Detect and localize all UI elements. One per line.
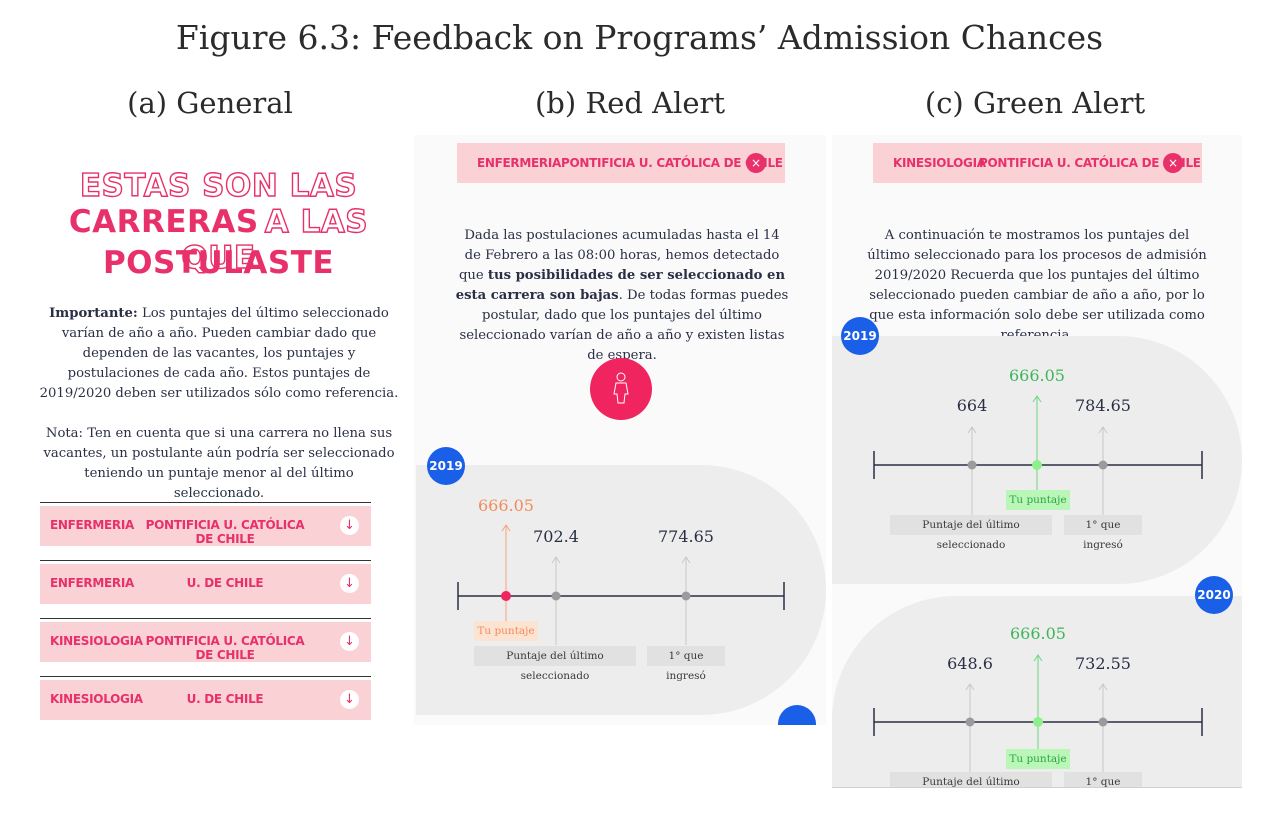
program-career: ENFERMERIA xyxy=(50,518,135,532)
headline-line-1: ESTAS SON LAS xyxy=(79,167,358,204)
alert-career: ENFERMERIA xyxy=(477,156,562,170)
last-selected-score-2019: 664 xyxy=(956,396,988,415)
program-university: U. DE CHILE xyxy=(186,692,264,706)
close-icon[interactable]: × xyxy=(1163,153,1183,173)
your-score-value: 666.05 xyxy=(478,496,534,515)
your-score-label: Tu puntaje xyxy=(474,621,538,641)
first-admitted-label-2019: 1° que ingresó xyxy=(1064,515,1142,551)
subcaption-a: (a) General xyxy=(127,86,293,120)
panel-general: ESTAS SON LAS CARRERAS A LAS QUE POSTULA… xyxy=(30,142,407,727)
first-admitted-score-2019: 784.65 xyxy=(1075,396,1131,415)
important-label: Importante: xyxy=(49,306,138,321)
subcaption-b: (b) Red Alert xyxy=(534,86,726,120)
program-career: KINESIOLOGIA xyxy=(50,692,143,706)
program-row[interactable]: ENFERMERIA U. DE CHILE ↓ xyxy=(40,564,371,604)
program-row[interactable]: ENFERMERIA PONTIFICIA U. CATÓLICA DE CHI… xyxy=(40,506,371,546)
next-year-badge-partial xyxy=(778,705,816,725)
year-badge: 2019 xyxy=(427,447,465,485)
alert-header-red: ENFERMERIA PONTIFICIA U. CATÓLICA DE CHI… xyxy=(457,143,785,183)
score-chart-bg xyxy=(416,465,826,715)
red-message-bold: tus posibilidades de ser seleccionado en… xyxy=(455,268,786,303)
first-admitted-label: 1° que ingresó xyxy=(647,646,725,682)
last-selected-label: Puntaje del último seleccionado xyxy=(474,646,636,682)
program-university: PONTIFICIA U. CATÓLICA DE CHILE xyxy=(145,518,305,546)
last-selected-label-2019: Puntaje del último seleccionado xyxy=(890,515,1052,551)
alert-career: KINESIOLOGIA xyxy=(893,156,986,170)
expand-arrow-icon[interactable]: ↓ xyxy=(340,516,359,535)
subcaption-c: (c) Green Alert xyxy=(924,86,1146,120)
alert-header-green: KINESIOLOGIA PONTIFICIA U. CATÓLICA DE C… xyxy=(873,143,1202,183)
your-score-label-2019: Tu puntaje xyxy=(1006,490,1070,510)
first-admitted-score-2020: 732.55 xyxy=(1075,654,1131,673)
panel-bottom-edge xyxy=(832,787,1242,788)
alert-university: PONTIFICIA U. CATÓLICA DE CHILE xyxy=(561,156,783,170)
headline-line-3: POSTULASTE xyxy=(102,245,335,281)
important-text: Los puntajes del último seleccionado var… xyxy=(39,306,399,401)
divider xyxy=(40,676,371,677)
your-score-label-2020: Tu puntaje xyxy=(1006,749,1070,769)
program-university: PONTIFICIA U. CATÓLICA DE CHILE xyxy=(145,634,305,662)
program-row[interactable]: KINESIOLOGIA PONTIFICIA U. CATÓLICA DE C… xyxy=(40,622,371,662)
expand-arrow-icon[interactable]: ↓ xyxy=(340,690,359,709)
person-alert-icon xyxy=(590,358,652,420)
year-badge-2019: 2019 xyxy=(841,317,879,355)
alert-university: PONTIFICIA U. CATÓLICA DE CHILE xyxy=(979,156,1201,170)
program-row[interactable]: KINESIOLOGIA U. DE CHILE ↓ xyxy=(40,680,371,720)
first-admitted-label-2020: 1° que ingresó xyxy=(1064,772,1142,787)
headline-line-2: CARRERAS A LAS QUE xyxy=(30,203,407,276)
red-message-part-2: . De todas formas puedes postular, dado … xyxy=(459,288,789,363)
last-selected-score: 702.4 xyxy=(533,527,579,546)
program-university: U. DE CHILE xyxy=(186,576,264,590)
divider xyxy=(40,560,371,561)
expand-arrow-icon[interactable]: ↓ xyxy=(340,632,359,651)
red-message-part-1: Dada las postulaciones acumuladas hasta … xyxy=(458,228,780,283)
nota-note: Nota: Ten en cuenta que si una carrera n… xyxy=(38,424,400,504)
last-selected-label-2020: Puntaje del último seleccionado xyxy=(890,772,1052,787)
headline-a-las-que: A LAS QUE xyxy=(181,203,369,276)
your-score-value-2020: 666.05 xyxy=(1010,624,1066,643)
green-alert-message: A continuación te mostramos los puntajes… xyxy=(867,228,1207,343)
year-badge-2020: 2020 xyxy=(1195,576,1233,614)
expand-arrow-icon[interactable]: ↓ xyxy=(340,574,359,593)
divider xyxy=(40,618,371,619)
program-career: KINESIOLOGIA xyxy=(50,634,143,648)
close-icon[interactable]: × xyxy=(746,153,766,173)
last-selected-score-2020: 648.6 xyxy=(947,654,993,673)
figure-title: Figure 6.3: Feedback on Programs’ Admiss… xyxy=(175,18,1104,57)
nota-text: Ten en cuenta que si una carrera no llen… xyxy=(43,426,395,501)
first-admitted-score: 774.65 xyxy=(658,527,714,546)
program-career: ENFERMERIA xyxy=(50,576,135,590)
your-score-value-2019: 666.05 xyxy=(1009,366,1065,385)
divider xyxy=(40,502,371,503)
nota-label: Nota: xyxy=(45,426,83,441)
red-alert-message: Dada las postulaciones acumuladas hasta … xyxy=(455,226,789,366)
clipped-labels-2020: Puntaje del último seleccionado 1° que i… xyxy=(832,772,1242,787)
important-note: Importante: Los puntajes del último sele… xyxy=(38,304,400,404)
headline-carreras: CARRERAS xyxy=(68,204,259,240)
